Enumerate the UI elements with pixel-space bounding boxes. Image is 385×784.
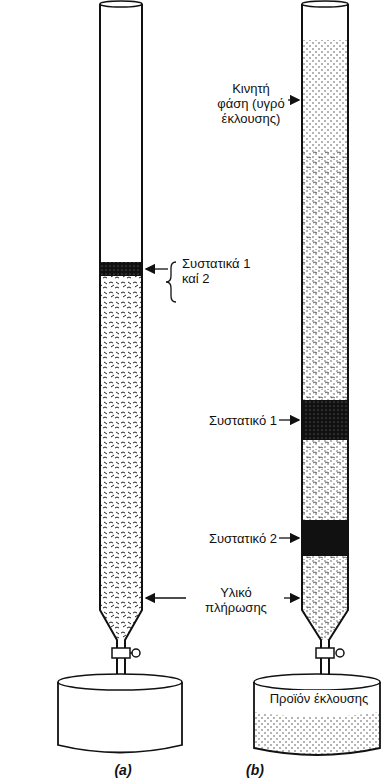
figure-letter: (b) — [238, 762, 272, 779]
mobile-phase-label: Κινητή φάση (υγρό έκλουσης) — [214, 80, 288, 127]
packing-label: Υλικό πλήρωσης — [188, 584, 284, 616]
leader-lines — [146, 100, 299, 598]
component-label: Συστατικά 1 καί 2 — [180, 255, 262, 287]
column-a — [100, 1, 142, 690]
beaker-a — [58, 674, 182, 753]
component-label: Συστατικό 1 — [195, 412, 279, 429]
column-b — [302, 1, 348, 690]
component-label: Συστατικό 2 — [195, 530, 279, 547]
eluate-label: Προϊόν έκλουσης — [262, 690, 376, 707]
beaker-b — [254, 674, 380, 755]
figure-letter: (a) — [106, 762, 140, 779]
